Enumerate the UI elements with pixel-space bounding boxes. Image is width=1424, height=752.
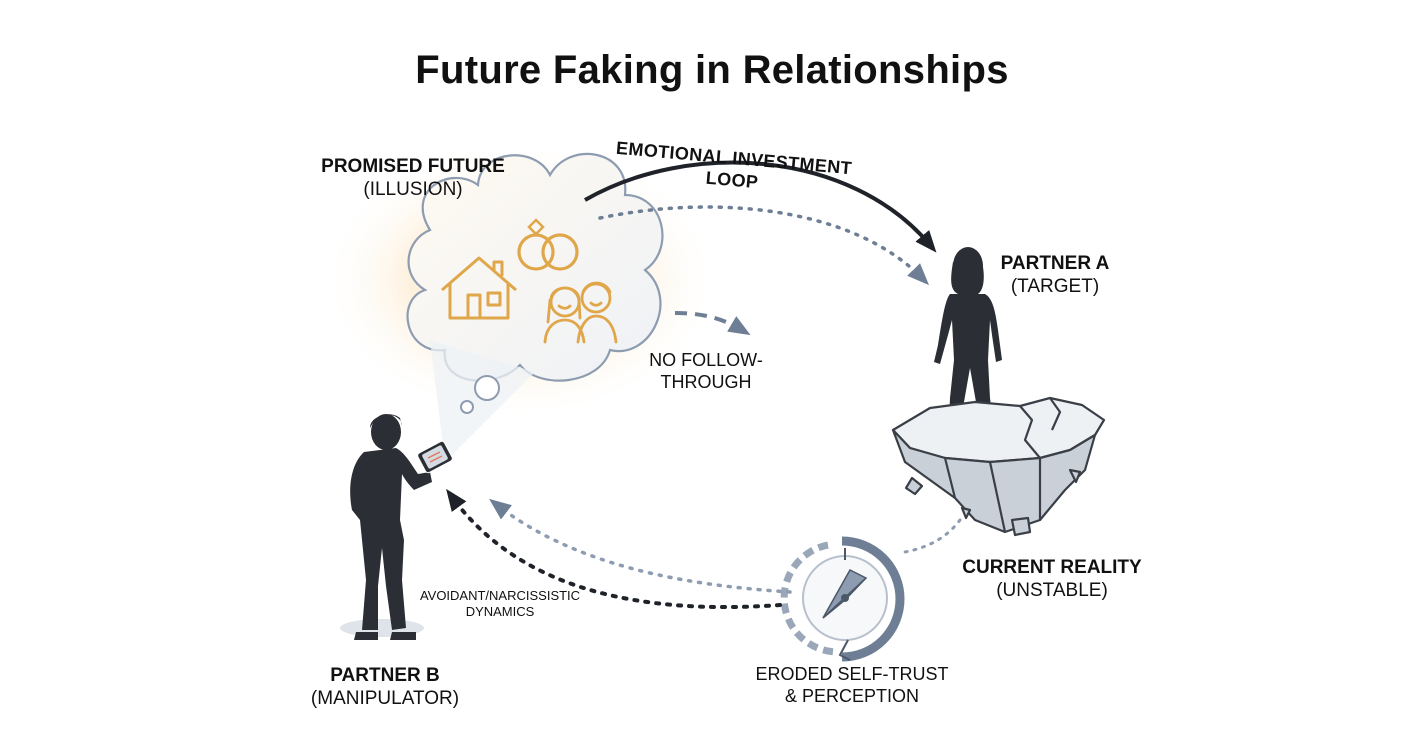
loop-dotted-arrow <box>598 205 930 286</box>
partner-a-title: PARTNER A <box>1000 253 1110 274</box>
promised-future-sub: (ILLUSION) <box>363 179 463 201</box>
phone-icon <box>417 440 453 474</box>
partner-a-sub: (TARGET) <box>1010 276 1100 298</box>
no-follow-line-1: NO FOLLOW- <box>649 350 763 370</box>
page-title: Future Faking in Relationships <box>415 48 1009 92</box>
eroded-self-trust-label: ERODED SELF-TRUST & PERCEPTION <box>752 664 952 708</box>
promised-future-title: PROMISED FUTURE <box>321 156 505 177</box>
promised-future-label: PROMISED FUTURE (ILLUSION) <box>317 155 509 201</box>
partner-b-label: PARTNER B (MANIPULATOR) <box>305 664 465 710</box>
current-reality-label: CURRENT REALITY (UNSTABLE) <box>962 556 1142 602</box>
dynamics-label: AVOIDANT/NARCISSISTIC DYNAMICS <box>405 588 595 620</box>
man-silhouette-icon <box>340 414 432 640</box>
no-follow-line-2: THROUGH <box>660 371 752 392</box>
couple-icon <box>543 281 618 344</box>
no-follow-through-label: NO FOLLOW- THROUGH <box>636 350 776 394</box>
dynamics-dotted-arrow-grey <box>489 498 792 594</box>
partner-b-sub: (MANIPULATOR) <box>310 688 460 710</box>
dynamics-dotted-arrow-dark <box>446 488 782 610</box>
compass-icon <box>780 536 905 662</box>
dynamics-line-2: DYNAMICS <box>465 603 535 619</box>
eroded-line-1: ERODED SELF-TRUST <box>755 664 949 684</box>
house-icon <box>441 256 517 320</box>
partner-b-title: PARTNER B <box>330 665 440 686</box>
partner-a-label: PARTNER A (TARGET) <box>990 252 1120 298</box>
current-reality-title: CURRENT REALITY <box>962 557 1142 578</box>
loop-solid-arrow <box>584 160 937 253</box>
current-reality-sub: (UNSTABLE) <box>996 580 1108 602</box>
thought-cloud-icon <box>320 140 720 462</box>
dynamics-line-1: AVOIDANT/NARCISSISTIC <box>419 588 581 603</box>
wedding-rings-icon <box>517 218 579 271</box>
crumbling-ground-icon <box>891 396 1106 537</box>
no-follow-through-arrow <box>674 311 751 336</box>
eroded-line-2: & PERCEPTION <box>784 685 920 706</box>
reality-to-compass-dots <box>903 518 962 554</box>
